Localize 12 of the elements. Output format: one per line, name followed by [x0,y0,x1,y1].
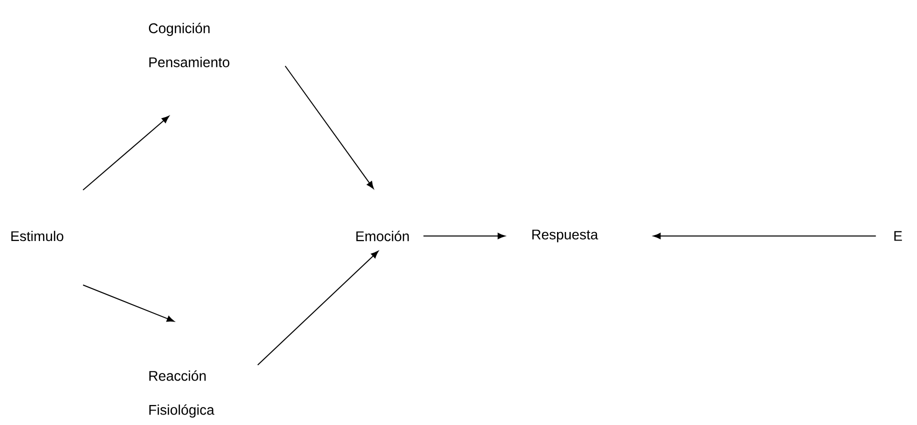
text-label: Emoción [356,230,409,242]
arrow [82,284,174,322]
arrow [82,116,170,190]
text-label: Estimulo [11,230,64,242]
arrow [653,232,876,240]
text-label: E [894,231,902,241]
arrow [257,250,378,366]
arrow [284,66,374,189]
text-label: Respuesta [532,230,598,242]
text-label: Reacción Fisiológica [149,370,214,418]
arrow [422,232,506,240]
text-label: Cognición Pensamiento [148,22,230,68]
